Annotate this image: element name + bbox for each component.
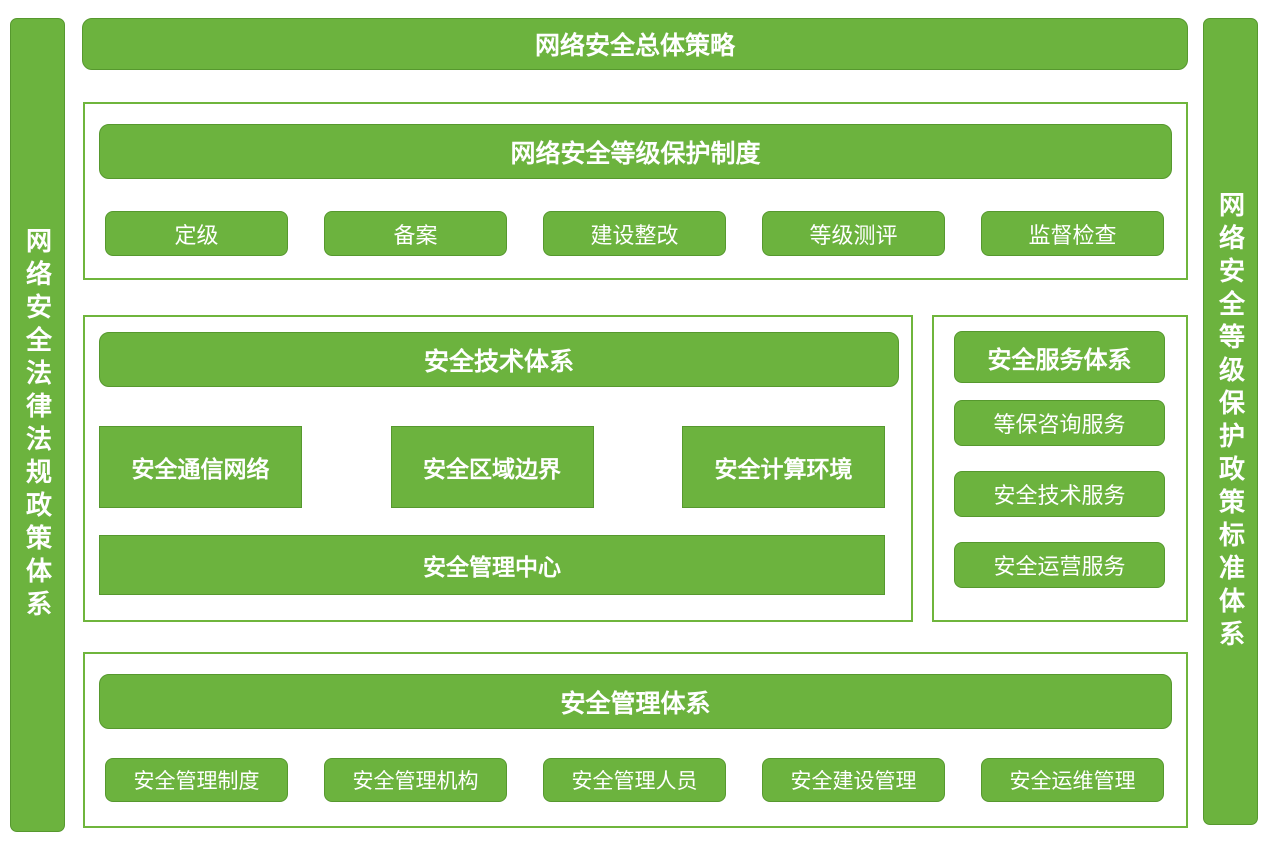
service-system-title: 安全服务体系	[987, 346, 1132, 374]
overall-strategy-label: 网络安全总体策略	[534, 32, 735, 60]
service-item-technology: 安全技术服务	[954, 471, 1165, 517]
mgmt-item-regulations: 安全管理制度	[105, 758, 288, 802]
mgmt-item-operations: 安全运维管理	[981, 758, 1164, 802]
service-system-header: 安全服务体系	[954, 331, 1165, 383]
protection-steps-row: 定级 备案 建设整改 等级测评 监督检查	[105, 211, 1164, 256]
right-pillar-label: 网络安全等级保护政策标准体系	[1215, 190, 1246, 653]
service-system-section: 安全服务体系 等保咨询服务 安全技术服务 安全运营服务	[932, 315, 1188, 622]
mgmt-item-personnel: 安全管理人员	[543, 758, 726, 802]
service-items-column: 等保咨询服务 安全技术服务 安全运营服务	[954, 400, 1165, 588]
classified-protection-header: 网络安全等级保护制度	[99, 124, 1172, 179]
management-system-title: 安全管理体系	[560, 689, 711, 718]
overall-strategy-bar: 网络安全总体策略	[82, 18, 1188, 70]
classified-protection-section: 网络安全等级保护制度 定级 备案 建设整改 等级测评 监督检查	[83, 102, 1188, 280]
management-system-section: 安全管理体系 安全管理制度 安全管理机构 安全管理人员 安全建设管理 安全运维管…	[83, 652, 1188, 828]
tech-item-area-boundary: 安全区域边界	[390, 426, 594, 508]
left-pillar-label: 网络安全法律法规政策体系	[22, 227, 53, 623]
mgmt-item-construction: 安全建设管理	[762, 758, 945, 802]
mgmt-item-organization: 安全管理机构	[324, 758, 507, 802]
technology-system-section: 安全技术体系 安全通信网络 安全区域边界 安全计算环境 安全管理中心	[83, 315, 913, 622]
tech-item-computing-environment: 安全计算环境	[682, 426, 885, 508]
service-item-consulting: 等保咨询服务	[954, 400, 1165, 446]
technology-system-header: 安全技术体系	[99, 332, 899, 387]
tech-item-communication-network: 安全通信网络	[99, 426, 302, 508]
protection-step-grading: 定级	[105, 211, 288, 256]
right-pillar-policy-standard-system: 网络安全等级保护政策标准体系	[1203, 18, 1258, 825]
protection-step-rectification: 建设整改	[543, 211, 726, 256]
protection-step-inspection: 监督检查	[981, 211, 1164, 256]
tech-item-management-center: 安全管理中心	[99, 535, 885, 595]
service-item-operation: 安全运营服务	[954, 542, 1165, 588]
protection-step-filing: 备案	[324, 211, 507, 256]
technology-system-title: 安全技术体系	[423, 347, 574, 376]
protection-step-evaluation: 等级测评	[762, 211, 945, 256]
management-system-header: 安全管理体系	[99, 674, 1172, 729]
left-pillar-laws-policy-system: 网络安全法律法规政策体系	[10, 18, 65, 832]
management-items-row: 安全管理制度 安全管理机构 安全管理人员 安全建设管理 安全运维管理	[105, 758, 1164, 802]
classified-protection-title: 网络安全等级保护制度	[510, 139, 761, 168]
technology-items-row: 安全通信网络 安全区域边界 安全计算环境	[99, 426, 885, 508]
